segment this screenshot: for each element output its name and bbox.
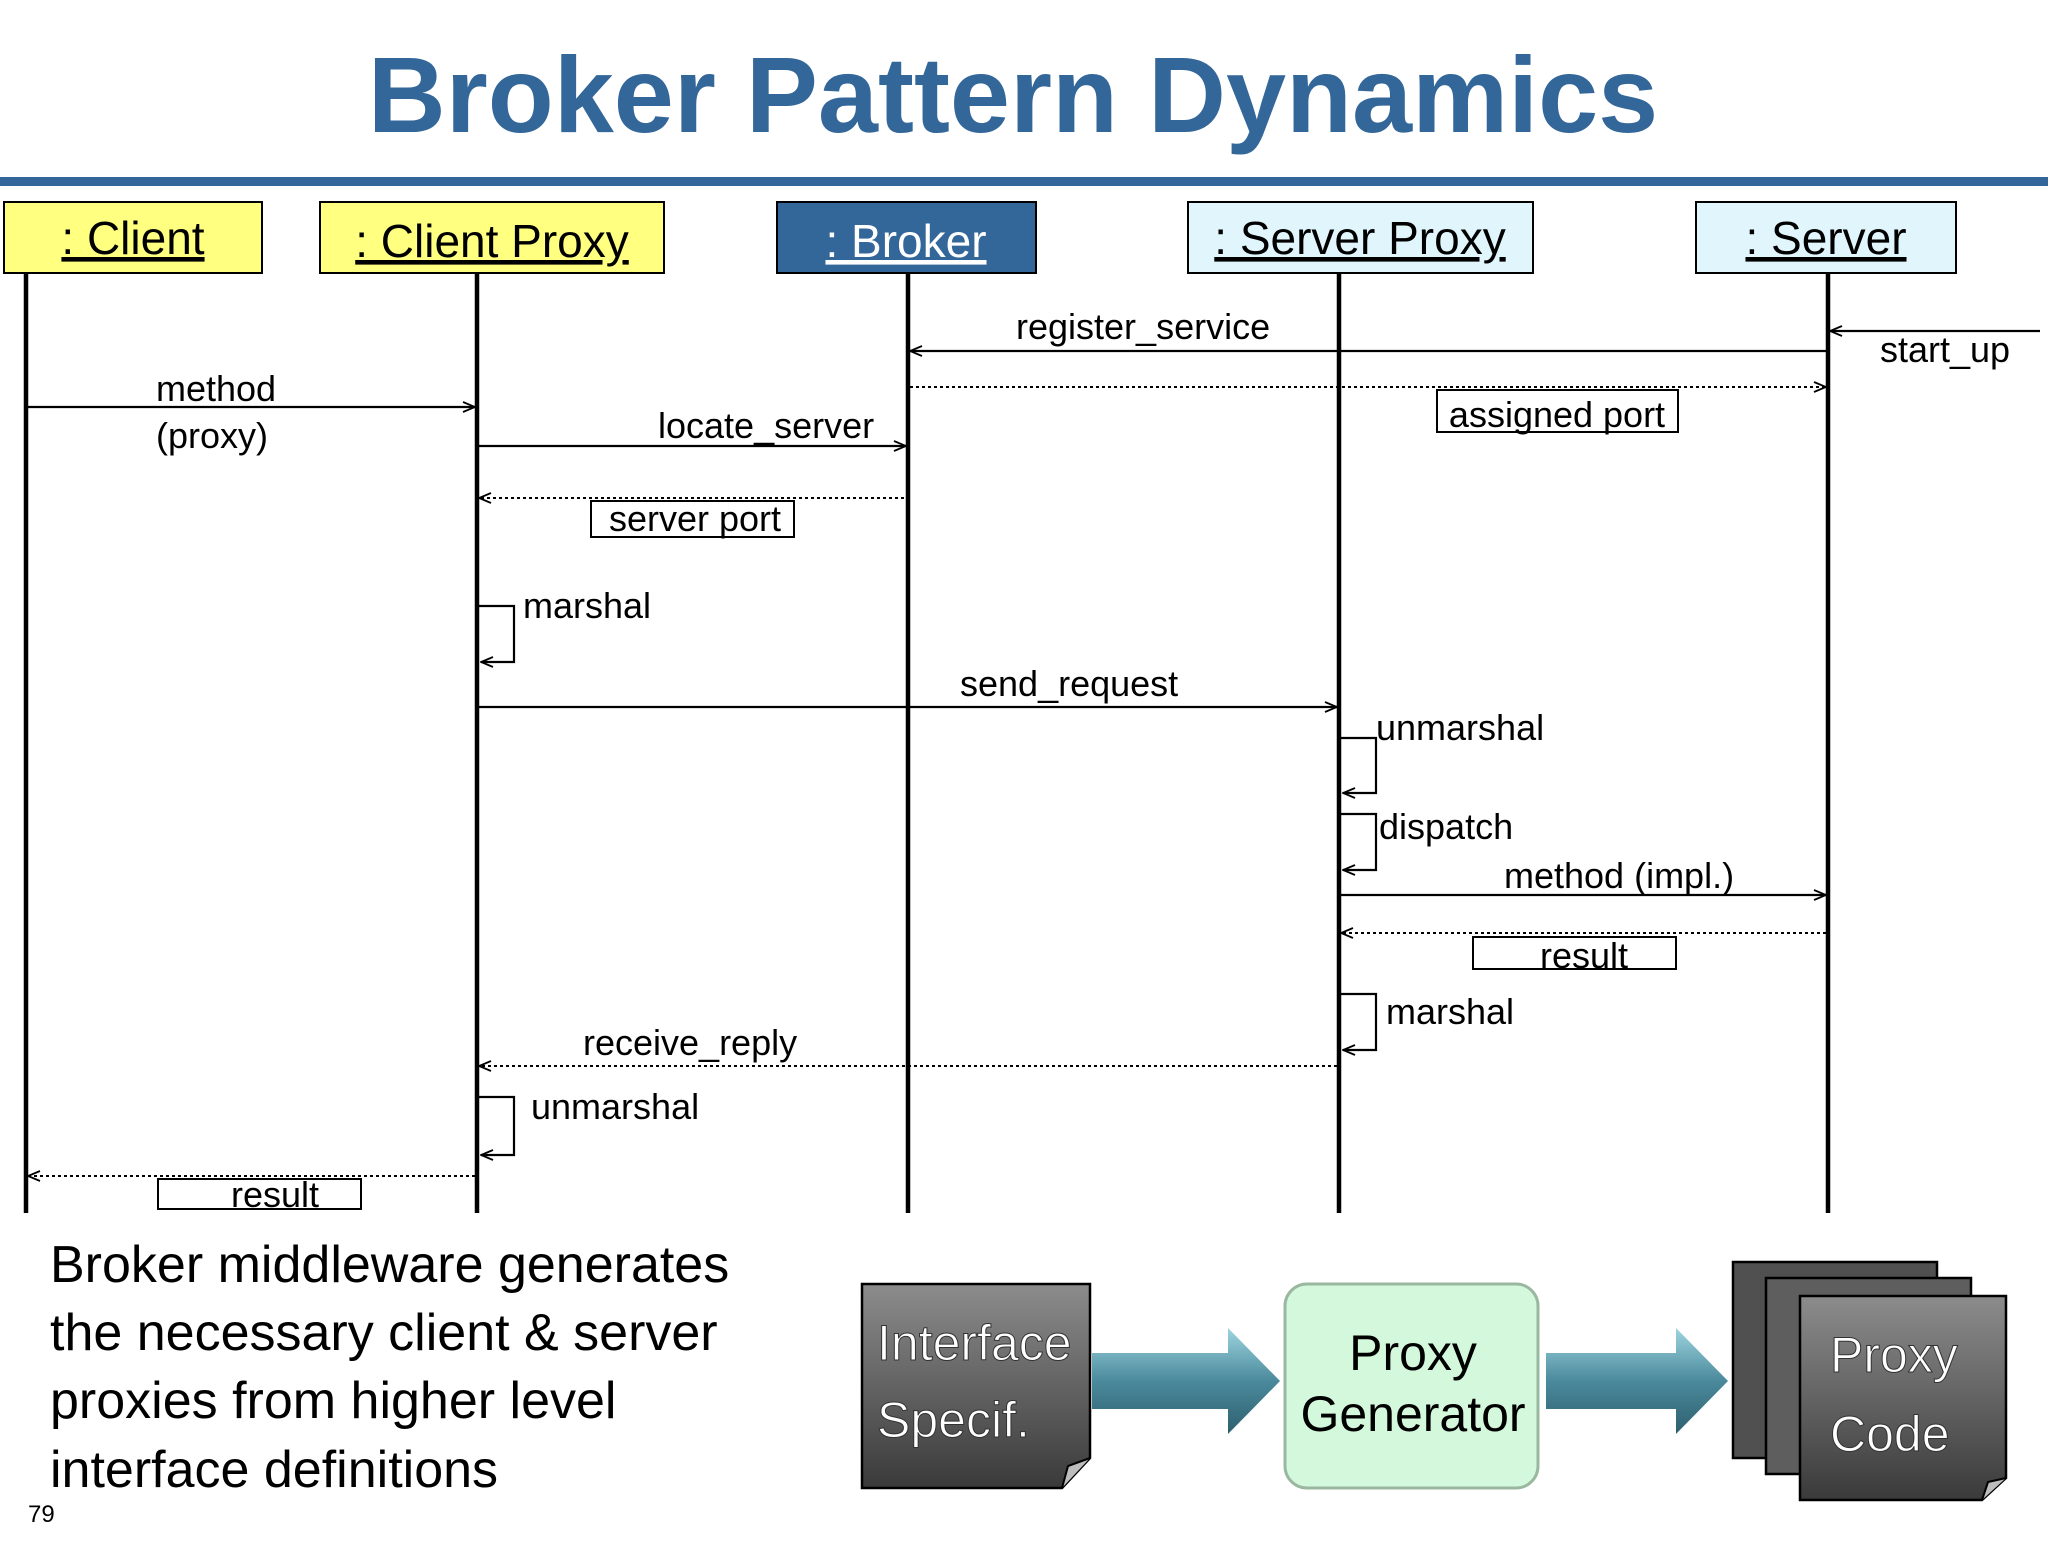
result-client-box (157, 1178, 362, 1210)
interface-spec-line-2: Specif. (877, 1392, 1030, 1448)
participant-broker: : Broker (776, 201, 1037, 274)
title-rule (0, 177, 2048, 186)
start-up-label: start_up (1880, 329, 2010, 370)
server-port-label: server port (609, 498, 781, 539)
unmarshal-server-label: unmarshal (1376, 707, 1544, 748)
description: Broker middleware generates the necessar… (50, 1236, 729, 1499)
participant-client-proxy-label: : Client Proxy (355, 215, 629, 267)
pipeline-arrow-1 (1092, 1328, 1280, 1434)
proxy-generator-box: Proxy Generator (1283, 1282, 1540, 1490)
proxy-generator-line-1: Proxy (1349, 1325, 1477, 1381)
proxy-code-stack: Proxy Code (1731, 1260, 2008, 1502)
unmarshal-client-self-call (479, 1095, 516, 1155)
dispatch-self-call (1341, 812, 1378, 870)
proxy-code-line-1: Proxy (1830, 1327, 1958, 1383)
interface-spec-line-1: Interface (877, 1315, 1072, 1371)
locate-server-label: locate_server (658, 405, 874, 446)
method-proxy-label-1: method (156, 368, 276, 409)
method-proxy-label-2: (proxy) (156, 415, 268, 456)
result-server-label: result (1540, 935, 1628, 976)
send-request-label: send_request (960, 663, 1178, 704)
participant-client: : Client (3, 201, 263, 274)
description-line-1: Broker middleware generates (50, 1236, 729, 1294)
participant-server-label: : Server (1745, 212, 1906, 264)
page-number: 79 (28, 1501, 55, 1528)
participant-broker-label: : Broker (825, 215, 986, 267)
register-service-label: register_service (1016, 306, 1270, 347)
interface-spec-box: Interface Specif. (860, 1282, 1092, 1490)
assigned-port-box (1436, 389, 1679, 433)
participant-server: : Server (1695, 201, 1957, 274)
participant-client-proxy: : Client Proxy (319, 201, 665, 274)
marshal-client-label: marshal (523, 585, 651, 626)
description-line-4: interface definitions (50, 1441, 498, 1499)
participant-server-proxy-label: : Server Proxy (1214, 212, 1505, 264)
participant-client-label: : Client (61, 212, 204, 264)
proxy-generator-line-2: Generator (1300, 1386, 1525, 1442)
unmarshal-server-self-call (1341, 736, 1378, 793)
marshal-server-label: marshal (1386, 991, 1514, 1032)
marshal-client-self-call (479, 604, 516, 662)
receive-reply-label: receive_reply (583, 1022, 797, 1063)
proxy-code-line-2: Code (1830, 1406, 1950, 1462)
server-port-box (590, 500, 795, 538)
result-client-label: result (231, 1174, 319, 1215)
dispatch-label: dispatch (1379, 806, 1513, 847)
unmarshal-client-label: unmarshal (531, 1086, 699, 1127)
method-impl-label: method (impl.) (1504, 855, 1734, 896)
description-line-2: the necessary client & server (50, 1304, 718, 1362)
marshal-server-self-call (1341, 992, 1378, 1050)
assigned-port-label: assigned port (1449, 394, 1665, 435)
slide-title: Broker Pattern Dynamics (368, 34, 1659, 155)
messages: start_up register_service assigned port … (28, 306, 2040, 1215)
description-line-3: proxies from higher level (50, 1372, 616, 1430)
pipeline-arrow-2 (1546, 1328, 1728, 1434)
result-server-box (1472, 936, 1677, 970)
participant-server-proxy: : Server Proxy (1187, 201, 1534, 274)
lifelines (23, 273, 1831, 1213)
